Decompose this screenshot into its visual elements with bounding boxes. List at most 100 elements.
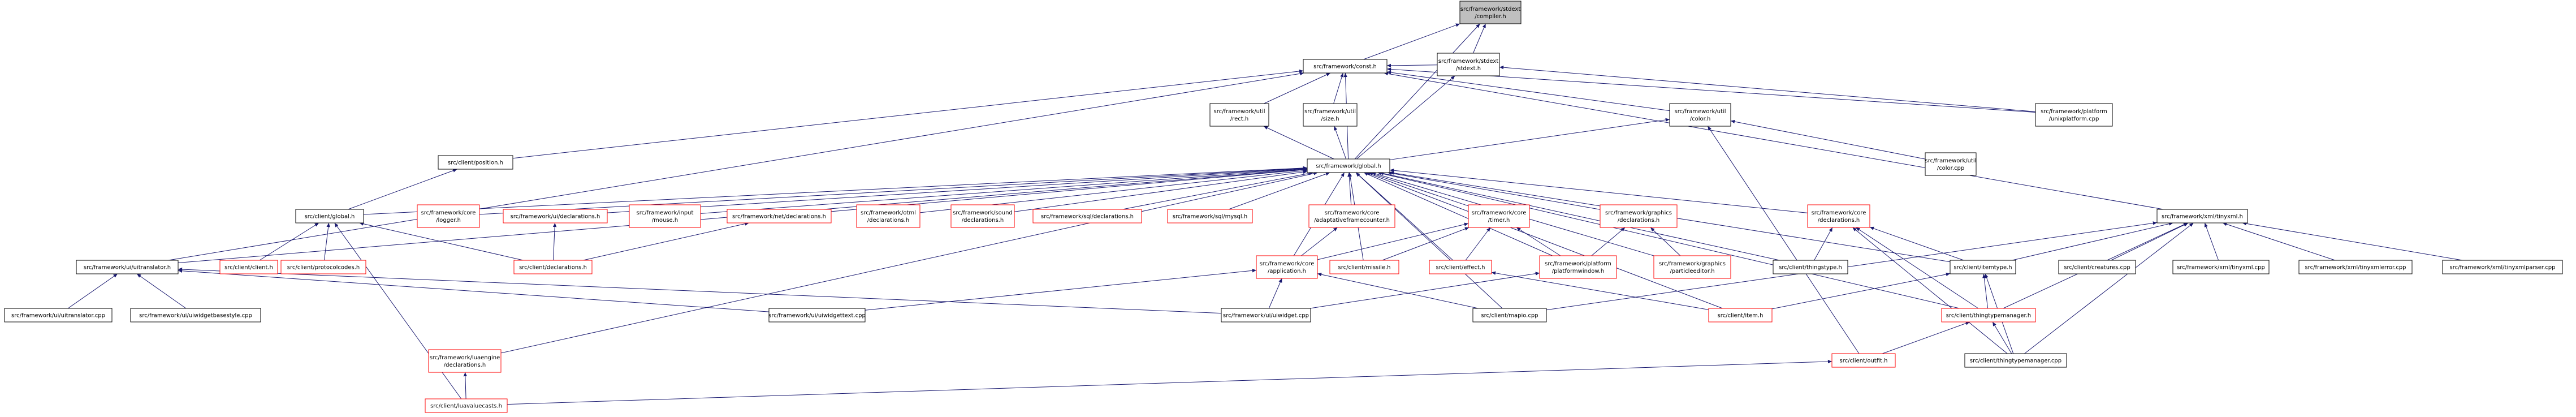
node-mouse[interactable]: src/framework/input/mouse.h (629, 204, 701, 228)
node-colorcpp[interactable]: src/framework/util/color.cpp (1925, 152, 1977, 176)
node-uidecl[interactable]: src/framework/ui/declarations.h (503, 209, 608, 223)
edge-effect-to-timer (1465, 227, 1491, 261)
node-uitranslator[interactable]: src/framework/ui/uitranslator.h (76, 260, 179, 274)
node-label: src/client/declarations.h (519, 265, 587, 271)
node-label: /application.h (1268, 268, 1306, 274)
node-platformwindow[interactable]: src/framework/platform/platformwindow.h (1539, 255, 1617, 279)
node-mapio[interactable]: src/client/mapio.cpp (1472, 308, 1547, 323)
node-label: /declarations.h (867, 217, 909, 223)
node-box (280, 260, 366, 274)
node-box (1437, 53, 1500, 76)
node-effect[interactable]: src/client/effect.h (1429, 260, 1492, 274)
node-graphicsdecl[interactable]: src/framework/graphics/declarations.h (1600, 204, 1678, 228)
node-sqldecl[interactable]: src/framework/sql/declarations.h (1032, 209, 1142, 223)
edge-clientdecl-to-netdecl (583, 222, 749, 261)
node-fwglobal[interactable]: src/framework/global.h (1307, 158, 1390, 173)
edge-platformwindow-to-timer (1516, 227, 1561, 256)
edge-fwglobal-to-size (1334, 126, 1347, 160)
node-tinyxmlparser[interactable]: src/framework/xml/tinyxmlparser.cpp (2442, 260, 2563, 274)
node-label: src/client/effect.h (1436, 265, 1485, 271)
node-box (1472, 308, 1547, 323)
node-box (1925, 152, 1977, 176)
node-box (2298, 260, 2413, 274)
node-adaptive[interactable]: src/framework/core/adaptativeframecounte… (1308, 204, 1395, 228)
node-mysql[interactable]: src/framework/sql/mysql.h (1167, 209, 1253, 223)
node-label: src/framework/input (637, 210, 694, 216)
edge-position-to-const (512, 69, 1304, 159)
node-box (1807, 204, 1870, 228)
node-box (1468, 204, 1530, 228)
edge-color-to-const (1386, 70, 1670, 111)
node-coredecl[interactable]: src/framework/core/declarations.h (1807, 204, 1870, 228)
node-luavaluecasts[interactable]: src/client/luavaluecasts.h (425, 398, 508, 413)
node-unixplatform[interactable]: src/framework/platform/unixplatform.cpp (2035, 103, 2113, 127)
node-box (4, 308, 113, 323)
node-label: /timer.h (1488, 217, 1510, 223)
node-application[interactable]: src/framework/core/application.h (1256, 255, 1318, 279)
edge-thingstype-to-fwglobal (1379, 171, 1780, 261)
node-thingtypemanagerh[interactable]: src/client/thingtypemanager.h (1941, 308, 2036, 323)
node-box (417, 204, 480, 228)
node-missile[interactable]: src/client/missile.h (1329, 260, 1399, 274)
edge-thingtypemanagercpp-to-thingtypemanagerh (1992, 321, 2012, 354)
edge-thingstype-to-coredecl (1814, 227, 1833, 261)
node-clientglobal[interactable]: src/client/global.h (295, 209, 364, 223)
node-tinyxmlcpp[interactable]: src/framework/xml/tinyxml.cpp (2172, 260, 2270, 274)
node-otmldecl[interactable]: src/framework/otml/declarations.h (856, 204, 920, 228)
edge-item-to-itemtype (1771, 272, 1951, 309)
node-netdecl[interactable]: src/framework/net/declarations.h (727, 209, 832, 223)
node-label: src/framework/xml/tinyxml.cpp (2177, 265, 2265, 271)
node-const[interactable]: src/framework/const.h (1303, 59, 1388, 74)
node-label: src/client/itemtype.h (1953, 265, 2012, 271)
node-clientdecl[interactable]: src/client/declarations.h (513, 260, 593, 274)
edge-application-to-adaptive (1301, 227, 1338, 256)
node-label: src/framework/graphics (1659, 261, 1726, 267)
node-label: src/framework/stdext (1438, 58, 1499, 65)
node-timer[interactable]: src/framework/core/timer.h (1468, 204, 1530, 228)
node-size[interactable]: src/framework/util/size.h (1303, 103, 1358, 127)
node-uitranslatorcpp[interactable]: src/framework/ui/uitranslator.cpp (4, 308, 113, 323)
node-label: /declarations.h (1818, 217, 1860, 223)
node-label: src/framework/ui/uiwidgettext.cpp (768, 313, 866, 319)
node-uiwidgettext[interactable]: src/framework/ui/uiwidgettext.cpp (768, 308, 866, 323)
node-outfit[interactable]: src/client/outfit.h (1831, 353, 1896, 368)
node-creatures[interactable]: src/client/creatures.cpp (2058, 260, 2136, 274)
node-label: src/client/thingtypemanager.cpp (1970, 358, 2061, 364)
edge-fwglobal-to-color (1389, 118, 1670, 160)
node-thingstype[interactable]: src/client/thingstype.h (1773, 260, 1848, 274)
edge-sounddecl-to-fwglobal (1014, 170, 1308, 212)
node-box (1308, 204, 1395, 228)
node-label: /declarations.h (1618, 217, 1659, 223)
node-item[interactable]: src/client/item.h (1708, 308, 1773, 323)
node-compiler[interactable]: src/framework/stdext/compiler.h (1459, 1, 1522, 24)
edge-tinyxml-to-const (1384, 72, 2164, 210)
node-itemtype[interactable]: src/client/itemtype.h (1950, 260, 2016, 274)
node-label: src/framework/ui/uiwidgetbasestyle.cpp (139, 313, 252, 319)
node-uiwidget[interactable]: src/framework/ui/uiwidget.cpp (1221, 308, 1311, 323)
node-logger[interactable]: src/framework/core/logger.h (417, 204, 480, 228)
edge-luavaluecasts-to-outfit (507, 359, 1832, 405)
node-rect[interactable]: src/framework/util/rect.h (1209, 103, 1269, 127)
node-particleeditor[interactable]: src/framework/graphics/particleeditor.h (1653, 255, 1731, 279)
node-position[interactable]: src/client/position.h (438, 155, 513, 170)
node-clienth[interactable]: src/client/client.h (219, 260, 278, 274)
node-color[interactable]: src/framework/util/color.h (1669, 103, 1731, 127)
node-sounddecl[interactable]: src/framework/sound/declarations.h (950, 204, 1015, 228)
node-label: src/framework/xml/tinyxmlerror.cpp (2305, 265, 2406, 271)
node-stdext[interactable]: src/framework/stdext/stdext.h (1437, 53, 1500, 76)
edge-fwglobal-to-compiler (1354, 23, 1480, 160)
node-tinyxml[interactable]: src/framework/xml/tinyxml.h (2156, 209, 2248, 223)
node-label: /unixplatform.cpp (2049, 116, 2099, 122)
node-luaengine[interactable]: src/framework/luaengine/declarations.h (428, 349, 502, 373)
node-thingtypemanagercpp[interactable]: src/client/thingtypemanager.cpp (1964, 353, 2067, 368)
node-protocolcodes[interactable]: src/client/protocolcodes.h (280, 260, 366, 274)
node-box (1307, 158, 1390, 173)
node-box (768, 308, 866, 323)
node-uiwidgetbasestyle[interactable]: src/framework/ui/uiwidgetbasestyle.cpp (130, 308, 261, 323)
node-label: src/framework/util (1925, 158, 1976, 164)
node-box (1032, 209, 1142, 223)
node-box (727, 209, 832, 223)
node-tinyxmlerror[interactable]: src/framework/xml/tinyxmlerror.cpp (2298, 260, 2413, 274)
node-box (1303, 59, 1388, 74)
edge-outfit-to-color (1707, 126, 1860, 354)
